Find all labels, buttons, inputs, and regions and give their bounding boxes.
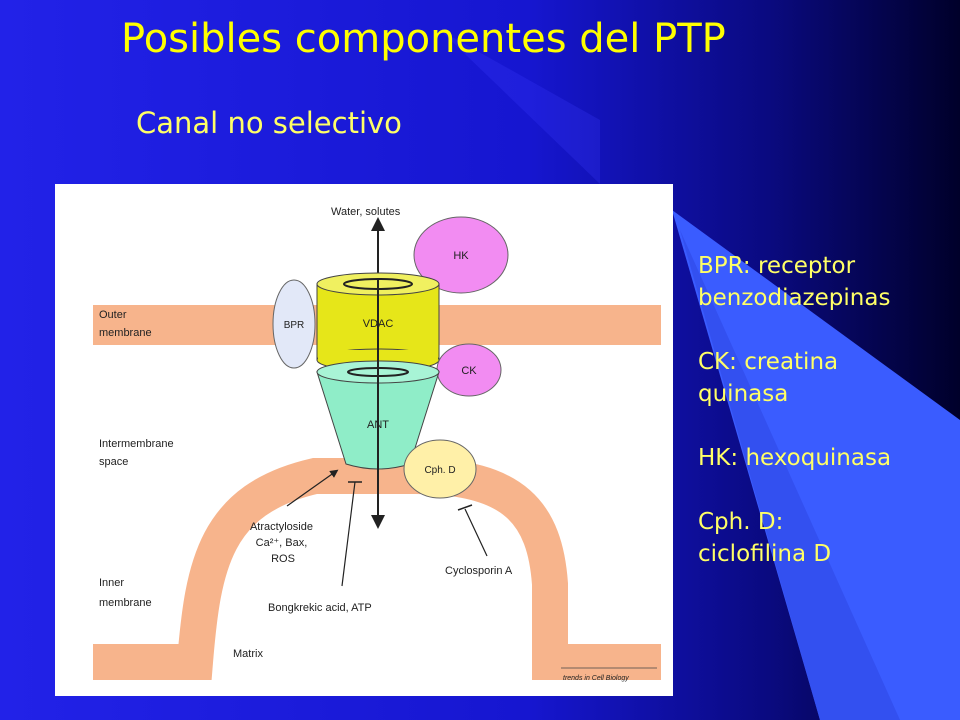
legend-entry-bpr: BPR: receptor benzodiazepinas bbox=[698, 253, 891, 311]
inner-membrane bbox=[93, 458, 661, 680]
label-bongkrekic: Bongkrekic acid, ATP bbox=[268, 602, 372, 614]
inhibit-line-cyclosporin bbox=[464, 508, 488, 557]
slide-subtitle: Canal no selectivo bbox=[136, 106, 402, 140]
label-matrix: Matrix bbox=[233, 648, 263, 660]
label-cyclosporin: Cyclosporin A bbox=[445, 565, 513, 577]
bg-streak bbox=[440, 30, 600, 184]
legend-entry-cph-d: Cph. D: ciclofilina D bbox=[698, 509, 832, 567]
cph-d-protein bbox=[403, 439, 477, 499]
bpr-protein bbox=[272, 279, 316, 369]
slide-title: Posibles componentes del PTP bbox=[121, 16, 726, 62]
cph-d-label: Cph. D bbox=[424, 465, 455, 476]
ptp-diagram: Outer membrane Intermembrane space Inner… bbox=[55, 184, 673, 696]
label-atractyloside: Atractyloside Ca²⁺, Bax, ROS bbox=[250, 521, 316, 565]
ck-label: CK bbox=[461, 365, 477, 377]
label-outer-membrane: Outer membrane bbox=[99, 309, 152, 339]
legend-entry-hk: HK: hexoquinasa bbox=[698, 445, 892, 471]
hk-protein bbox=[413, 216, 509, 294]
bg-decor-band-inner bbox=[680, 230, 900, 720]
hk-label: HK bbox=[453, 250, 469, 262]
inhibit-bar-cyclosporin bbox=[457, 504, 473, 511]
arrow-atractyloside bbox=[286, 469, 339, 507]
label-intermembrane-space: Intermembrane space bbox=[99, 438, 177, 468]
legend-entry-ck: CK: creatina quinasa bbox=[698, 349, 839, 407]
figure-credit: trends in Cell Biology bbox=[563, 675, 629, 682]
label-water-solutes: Water, solutes bbox=[331, 206, 401, 218]
bg-decor-band bbox=[672, 210, 960, 720]
inhibit-line-bongkrekic bbox=[341, 481, 356, 587]
label-inner-membrane: Inner membrane bbox=[99, 577, 152, 609]
abbreviation-legend: BPR: receptor benzodiazepinas CK: creati… bbox=[698, 250, 953, 570]
bpr-label: BPR bbox=[284, 320, 305, 331]
